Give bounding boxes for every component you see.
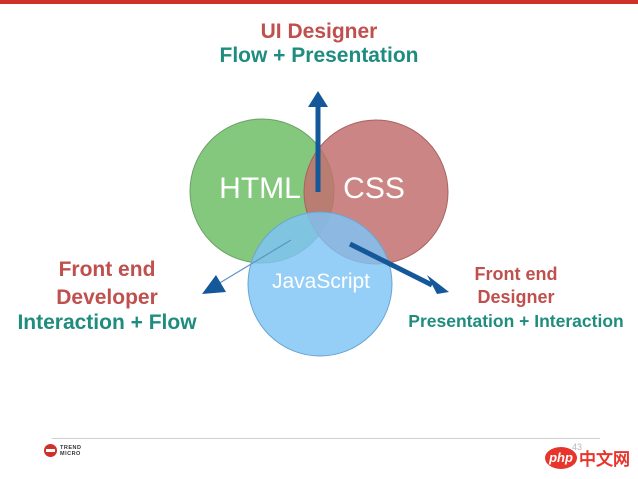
front-end-designer-label: Front end Designer Presentation + Intera… (394, 263, 638, 333)
php-cn-watermark: php 中文网 (545, 445, 630, 470)
css-circle-label: CSS (343, 172, 405, 205)
trend-micro-logo-text: TREND MICRO (60, 445, 81, 457)
front-end-developer-focus: Interaction + Flow (17, 311, 197, 335)
arrow-up-head (308, 91, 328, 107)
ui-designer-label: UI Designer Flow + Presentation (169, 20, 469, 67)
trend-micro-logo: TREND MICRO (44, 444, 81, 457)
page-number: 43 (572, 442, 583, 452)
footer-divider (52, 438, 600, 439)
arrow-right-shaft (348, 241, 434, 288)
watermark-badge: php (545, 446, 577, 469)
arrow-left-head (202, 275, 226, 294)
front-end-designer-focus: Presentation + Interaction (408, 310, 624, 331)
front-end-developer-title-line2: Developer (56, 285, 158, 309)
logo-text-line2: MICRO (60, 450, 81, 457)
arrow-right-head (427, 275, 449, 294)
front-end-designer-title-line2: Designer (477, 287, 555, 308)
top-accent-bar (0, 0, 638, 4)
trend-micro-logo-icon (44, 444, 57, 457)
ui-designer-focus: Flow + Presentation (219, 43, 419, 67)
arrow-left-shaft (217, 239, 292, 285)
html-circle-label: HTML (219, 172, 301, 205)
front-end-developer-label: Front end Developer Interaction + Flow (0, 258, 214, 335)
front-end-developer-title-line1: Front end (58, 258, 156, 281)
ui-designer-title: UI Designer (260, 20, 378, 43)
javascript-circle-label: JavaScript (272, 270, 370, 293)
front-end-designer-title-line1: Front end (474, 264, 558, 284)
logo-text-line1: TREND (60, 444, 82, 451)
watermark-text: 中文网 (579, 450, 630, 469)
